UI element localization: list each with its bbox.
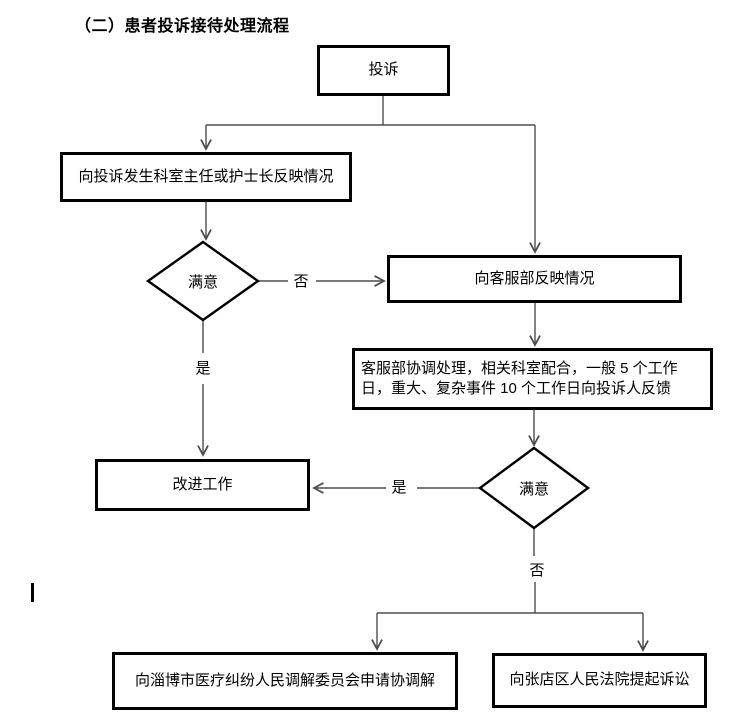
node-dept-feedback: 向投诉发生科室主任或护士长反映情况 [60,152,352,202]
decision2-diamond [477,446,591,530]
edge-label-yes-2: 是 [391,478,407,496]
node-mediation: 向淄博市医疗纠纷人民调解委员会申请协调解 [112,652,458,710]
node-coordination-line2: 日，重大、复杂事件 10 个工作日向投诉人反馈 [361,380,672,397]
decision1-diamond [145,240,261,322]
node-service-feedback-label: 向客服部反映情况 [474,269,595,287]
node-court-label: 向张店区人民法院提起诉讼 [509,671,690,689]
node-complaint: 投诉 [317,45,450,96]
edge-label-no-2: 否 [529,561,545,579]
node-complaint-label: 投诉 [368,61,399,79]
decision2-label: 满意 [518,480,549,498]
text-cursor-mark [31,583,34,602]
node-court: 向张店区人民法院提起诉讼 [492,653,707,708]
node-improve-label: 改进工作 [172,475,233,493]
node-dept-feedback-label: 向投诉发生科室主任或护士长反映情况 [78,167,334,185]
node-coordination-line1: 客服部协调处理，相关科室配合，一般 5 个工作 [361,359,678,377]
edge-label-yes-1: 是 [195,359,211,377]
page-title: （二）患者投诉接待处理流程 [75,18,290,35]
node-service-feedback: 向客服部反映情况 [387,255,682,303]
node-mediation-label: 向淄博市医疗纠纷人民调解委员会申请协调解 [134,671,435,689]
edge-label-no-1: 否 [293,272,309,290]
node-coordination: 客服部协调处理，相关科室配合，一般 5 个工作 日，重大、复杂事件 10 个工作… [352,348,713,410]
node-improve: 改进工作 [95,459,310,511]
decision1-label: 满意 [187,273,218,291]
